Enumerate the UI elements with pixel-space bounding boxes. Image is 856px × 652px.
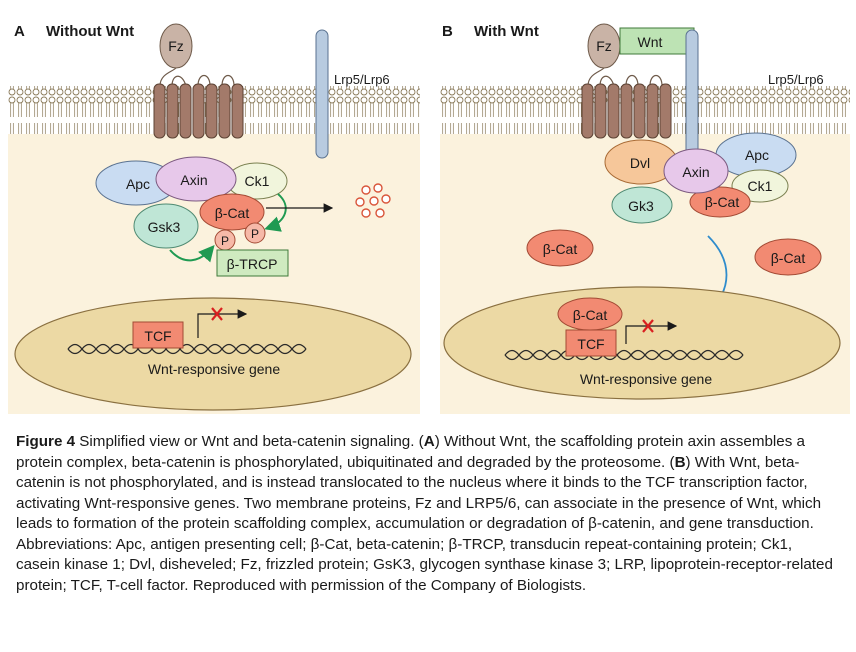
panel-a-apc-label: Apc <box>126 176 150 192</box>
panel-a-gsk3-arrow <box>169 244 215 263</box>
panel-a-phospho-2-label: P <box>251 227 259 241</box>
panel-b-axin <box>663 148 729 194</box>
panel-b-blocked-cross <box>642 319 654 333</box>
panel-b-tcf <box>565 329 617 357</box>
panel-a-axin-label: Axin <box>180 172 207 188</box>
panel-a-btrcp <box>216 249 289 277</box>
panel-b-bcat-free-right-label: β-Cat <box>771 250 806 266</box>
panel-a-ck1-label: Ck1 <box>245 173 270 189</box>
panel-b-wnt <box>619 27 695 55</box>
panel-a-bcat <box>199 193 265 231</box>
panel-b-apc-label: Apc <box>745 147 769 163</box>
panel-b-dvl-label: Dvl <box>630 155 650 171</box>
panel-a-fz-receptor <box>153 67 244 139</box>
caption-a-letter: A <box>423 433 435 450</box>
panel-a-transcription-arrow <box>197 309 248 338</box>
caption-a-text: ) Without Wnt, the scaffolding protein a… <box>16 433 805 471</box>
panel-b-lrp-label: Lrp5/Lrp6 <box>768 72 824 87</box>
panel-b-gene-label: Wnt-responsive gene <box>580 371 713 387</box>
panel-b-bcat-free-left <box>526 229 594 267</box>
caption-b-text: ) With Wnt, beta-catenin is not phosphor… <box>16 453 833 594</box>
panel-a-nucleus <box>14 297 412 411</box>
panel-b-lrp-rod <box>685 29 699 159</box>
caption-figure-label: Figure 4 <box>16 433 76 450</box>
panel-a-bcat-label: β-Cat <box>215 205 250 221</box>
panel-b-transcription-arrow <box>625 321 678 344</box>
panel-b-bcat-nucleus-label: β-Cat <box>573 307 608 323</box>
panel-a-fz-label: Fz <box>168 38 184 54</box>
panel-b-bcat-free-right <box>754 238 822 276</box>
panel-a-gsk3-label: Gsk3 <box>148 219 181 235</box>
panel-b-bcat-free-left-label: β-Cat <box>543 241 578 257</box>
panel-b: B With Wnt Fz Wnt Lrp5/Lrp6 Apc Ck1 Gk3 <box>440 23 850 414</box>
panel-a-btrcp-label: β-TRCP <box>227 256 278 272</box>
figure-caption: Figure 4 Simplified view or Wnt and beta… <box>16 432 836 596</box>
panel-a-ck1-arrow <box>264 193 287 232</box>
panel-a-lrp-rod <box>315 29 329 159</box>
panel-b-wnt-label: Wnt <box>638 34 663 50</box>
caption-intro: Simplified view or Wnt and beta-catenin … <box>75 433 424 450</box>
panel-b-axin-label: Axin <box>682 164 709 180</box>
panel-b-tcf-label: TCF <box>577 336 604 352</box>
panel-b-fz-label: Fz <box>596 38 612 54</box>
panel-a-gene-label: Wnt-responsive gene <box>148 361 281 377</box>
panel-a-title: Without Wnt <box>46 23 134 40</box>
panel-a-lrp-label: Lrp5/Lrp6 <box>334 72 390 87</box>
wnt-signaling-diagram: A Without Wnt Fz Lrp5/Lrp6 Apc Ck1 Axin <box>8 23 850 414</box>
panel-a-phospho-2 <box>244 222 266 244</box>
panel-b-bcat-complex <box>689 186 751 218</box>
panel-a-gsk3 <box>133 203 199 249</box>
panel-a-blocked-cross <box>211 307 223 321</box>
panel-a-letter: A <box>14 23 25 40</box>
panel-b-letter: B <box>442 23 453 40</box>
panel-a-dna-helix <box>67 343 307 355</box>
panel-b-nucleus <box>443 286 841 400</box>
panel-b-ck1-label: Ck1 <box>748 178 773 194</box>
panel-b-dna-helix <box>504 349 744 361</box>
panel-a-tcf <box>132 321 184 349</box>
panel-b-bcat-complex-label: β-Cat <box>705 194 740 210</box>
panel-a-axin <box>155 156 237 202</box>
panel-b-title: With Wnt <box>474 23 539 40</box>
panel-b-gk3 <box>611 186 673 224</box>
panel-a-degraded-fragments <box>355 183 391 218</box>
panel-b-fz-receptor <box>581 67 672 139</box>
caption-b-letter: B <box>674 453 686 471</box>
panel-a-tcf-label: TCF <box>144 328 171 344</box>
panel-a-phospho-1-label: P <box>221 234 229 248</box>
panel-b-gk3-label: Gk3 <box>628 198 654 214</box>
panel-a: A Without Wnt Fz Lrp5/Lrp6 Apc Ck1 Axin <box>8 23 420 414</box>
